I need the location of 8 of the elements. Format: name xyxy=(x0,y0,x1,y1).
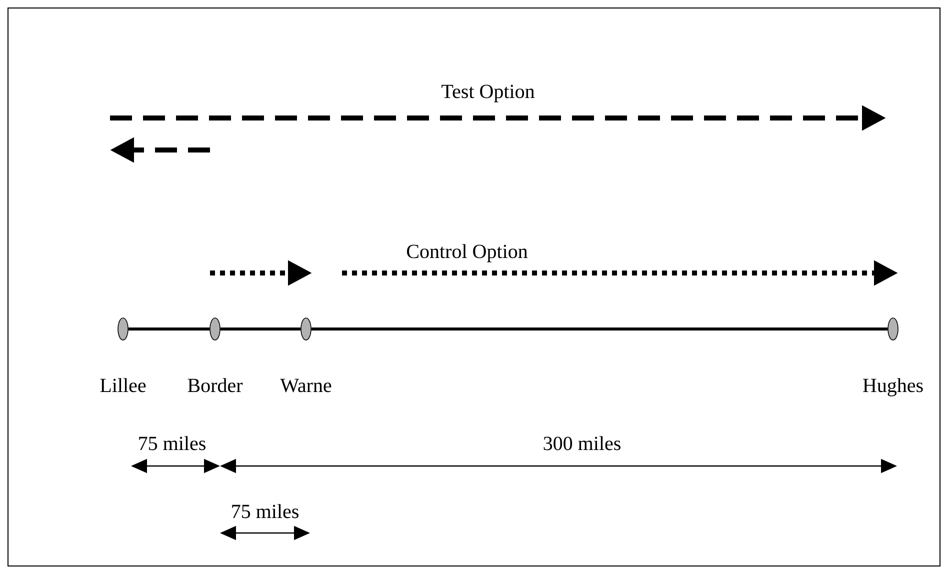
label: 75 miles xyxy=(232,504,298,518)
road-line xyxy=(311,328,888,330)
label: Control Option xyxy=(406,244,528,262)
label: Test Option xyxy=(442,84,534,102)
label: 300 miles xyxy=(544,436,620,450)
label: 75 miles xyxy=(139,436,206,450)
road-line xyxy=(128,328,210,330)
road-line xyxy=(220,328,301,330)
